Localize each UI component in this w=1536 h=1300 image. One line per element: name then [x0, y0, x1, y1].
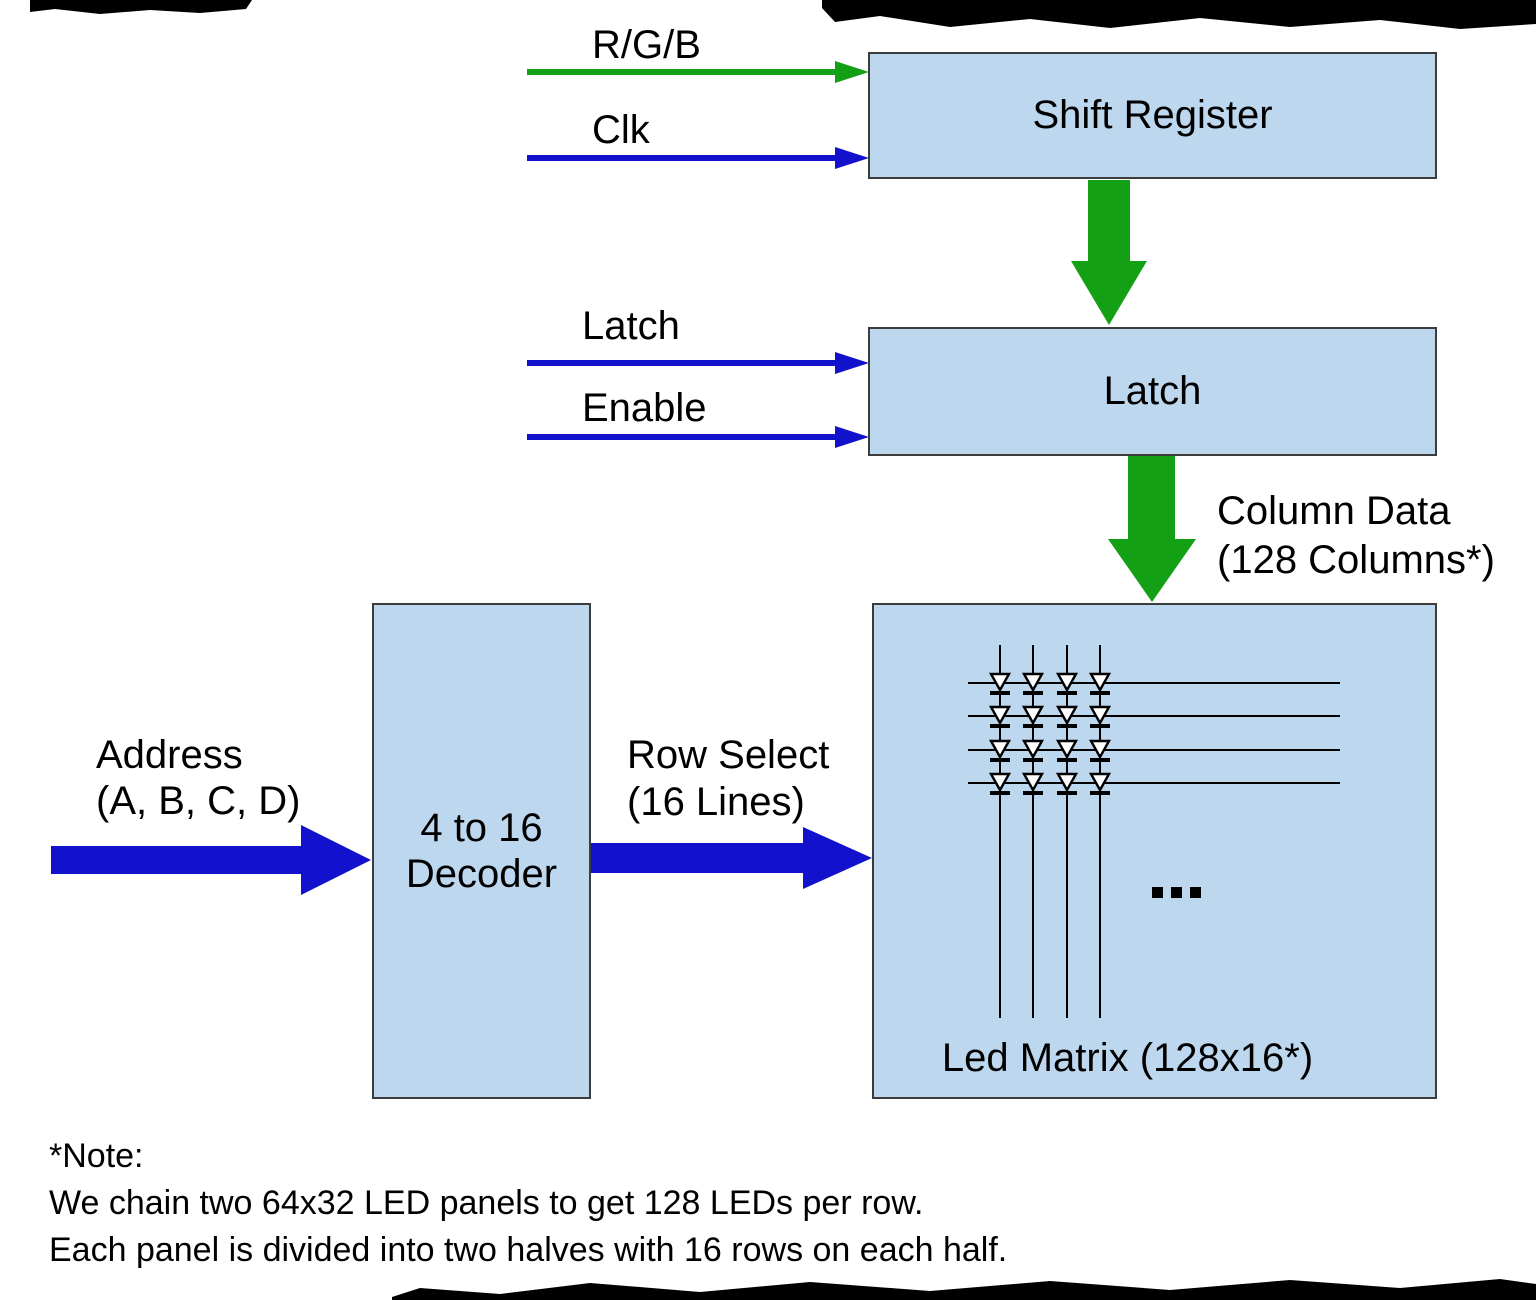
decoder-label-line1: 4 to 16 — [420, 806, 543, 850]
address-label: Address (A, B, C, D) — [96, 732, 300, 824]
decoder-label-line2: Decoder — [405, 852, 558, 896]
enable-arrow — [527, 426, 869, 448]
led-matrix-box — [872, 603, 1437, 1099]
enable-label: Enable — [582, 386, 707, 430]
shift-register-to-latch-arrow — [1071, 180, 1147, 325]
clk-arrow — [527, 147, 869, 169]
shift-register-label: Shift Register — [1032, 93, 1273, 137]
row-select-label: Row Select (16 Lines) — [627, 732, 829, 826]
led-matrix-label: Led Matrix (128x16*) — [941, 1036, 1314, 1080]
latch-box-label: Latch — [1103, 369, 1202, 413]
footnote-line2: We chain two 64x32 LED panels to get 128… — [49, 1184, 924, 1222]
footnote: *Note: We chain two 64x32 LED panels to … — [49, 1133, 1007, 1274]
torn-edge-bottom — [392, 1279, 1536, 1300]
latch-signal-label: Latch — [582, 304, 680, 348]
latch-signal-arrow — [527, 352, 869, 374]
latch-to-matrix-arrow — [1108, 456, 1196, 602]
footnote-line3: Each panel is divided into two halves wi… — [49, 1231, 1008, 1269]
rgb-label: R/G/B — [592, 23, 701, 67]
latch-box: Latch — [868, 327, 1437, 456]
address-arrow — [51, 825, 371, 895]
address-line2: (A, B, C, D) — [96, 779, 301, 823]
decoder-box: 4 to 16 Decoder — [372, 603, 591, 1099]
matrix-ellipsis — [1152, 887, 1201, 898]
rgb-arrow — [527, 61, 869, 83]
torn-edge-top-left — [30, 0, 252, 14]
shift-register-box: Shift Register — [868, 52, 1437, 179]
row-select-arrow — [587, 827, 872, 889]
column-data-label: Column Data (128 Columns*) — [1217, 487, 1495, 585]
column-data-line1: Column Data — [1217, 489, 1451, 533]
row-select-line2: (16 Lines) — [627, 780, 805, 824]
decoder-label: 4 to 16 Decoder — [406, 805, 557, 897]
address-line1: Address — [96, 733, 243, 777]
row-select-line1: Row Select — [627, 733, 830, 777]
column-data-line2: (128 Columns*) — [1217, 538, 1495, 582]
footnote-line1: *Note: — [49, 1137, 144, 1175]
clk-label: Clk — [592, 108, 650, 152]
torn-edge-top-right — [822, 0, 1536, 29]
